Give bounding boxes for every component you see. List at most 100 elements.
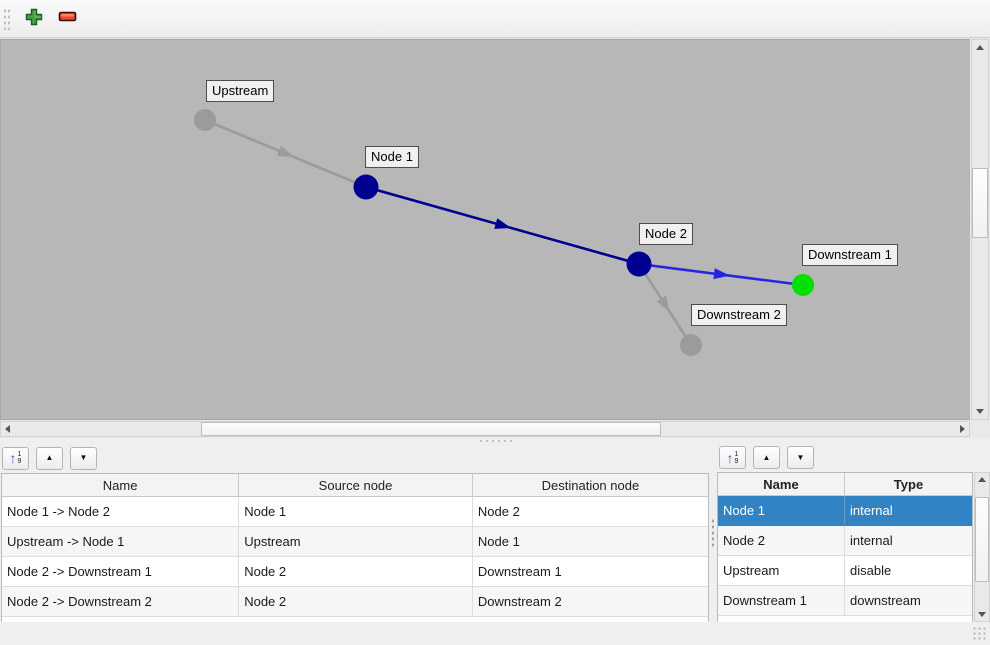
horizontal-splitter[interactable] [0, 438, 990, 444]
table-row[interactable]: Node 1 internal [718, 496, 972, 526]
column-header-destination-node[interactable]: Destination node [541, 477, 640, 493]
scroll-up-button[interactable] [975, 473, 989, 486]
table-cell[interactable]: Node 2 [239, 587, 473, 616]
scroll-right-icon [960, 425, 965, 433]
scroll-down-button[interactable] [975, 608, 989, 621]
scroll-up-icon [976, 45, 984, 50]
graph-node[interactable] [353, 174, 379, 200]
column-header-name[interactable]: Name [718, 473, 845, 495]
window-resize-grip[interactable] [972, 626, 988, 642]
graph-node[interactable] [626, 251, 652, 277]
table-cell[interactable]: disable [850, 563, 892, 578]
table-cell[interactable]: Upstream -> Node 1 [2, 527, 240, 556]
table-cell[interactable]: Downstream 1 [477, 564, 562, 579]
splitter-grip-icon [711, 518, 715, 548]
node-label[interactable]: Upstream [206, 80, 275, 102]
table-empty-row [718, 616, 972, 622]
status-area [0, 622, 990, 645]
node-label[interactable]: Node 1 [365, 146, 419, 168]
main-toolbar [0, 0, 990, 38]
edge-arrow-icon [494, 218, 512, 229]
table-empty-row [2, 617, 708, 625]
table-cell[interactable]: Downstream 2 [477, 594, 562, 609]
plus-icon [25, 8, 43, 29]
table-cell[interactable]: Node 2 [239, 557, 473, 586]
scroll-down-button[interactable] [972, 404, 988, 419]
table-cell[interactable]: Node 1 [477, 534, 520, 549]
column-header-name[interactable]: Name [2, 474, 240, 496]
scroll-up-button[interactable] [972, 40, 988, 55]
node-label[interactable]: Downstream 1 [802, 244, 898, 266]
table-cell[interactable]: Upstream [718, 556, 845, 585]
nodes-scroll-thumb[interactable] [975, 497, 989, 582]
toolbar-grip[interactable] [3, 7, 12, 30]
table-cell[interactable]: Node 1 [718, 496, 845, 525]
graph-node[interactable] [194, 109, 216, 131]
canvas-vertical-scrollbar[interactable] [971, 39, 989, 420]
edge-arrow-icon [713, 268, 730, 280]
scroll-right-button[interactable] [956, 422, 969, 436]
down-arrow-icon: ▼ [796, 452, 805, 462]
table-row[interactable]: Downstream 1 downstream [718, 586, 972, 616]
table-cell[interactable]: downstream [850, 593, 921, 608]
table-cell[interactable]: internal [850, 533, 893, 548]
up-arrow-icon: ▲ [762, 452, 771, 462]
horizontal-scroll-thumb[interactable] [201, 422, 661, 436]
table-row[interactable]: Node 2 internal [718, 526, 972, 556]
remove-node-button[interactable] [54, 5, 82, 33]
table-cell[interactable]: Node 2 -> Downstream 1 [2, 557, 240, 586]
splitter-grip-icon [478, 439, 512, 443]
nodes-table-scrollbar[interactable] [974, 472, 990, 622]
minus-icon [58, 10, 78, 27]
scroll-left-button[interactable] [1, 422, 14, 436]
table-cell[interactable]: Node 1 [239, 497, 473, 526]
table-header-row: Name Type [718, 473, 972, 496]
move-down-button[interactable]: ▼ [70, 446, 97, 470]
scroll-left-icon [5, 425, 10, 433]
canvas-horizontal-scrollbar[interactable] [0, 421, 970, 437]
move-up-button[interactable]: ▲ [753, 446, 780, 469]
column-header-type[interactable]: Type [893, 476, 924, 492]
table-row[interactable]: Upstream disable [718, 556, 972, 586]
table-cell[interactable]: Node 2 [477, 504, 520, 519]
graph-node[interactable] [680, 334, 702, 356]
move-up-button[interactable]: ▲ [36, 446, 63, 470]
scroll-up-icon [978, 477, 986, 482]
graph-node[interactable] [792, 274, 814, 296]
table-cell[interactable]: Upstream [239, 527, 473, 556]
down-arrow-icon: ▼ [79, 453, 88, 462]
column-header-source-node[interactable]: Source node [239, 474, 473, 496]
table-cell[interactable]: internal [850, 503, 893, 518]
add-node-button[interactable] [20, 5, 48, 33]
move-down-button[interactable]: ▼ [787, 446, 814, 469]
vertical-scroll-thumb[interactable] [972, 168, 988, 238]
table-cell[interactable]: Node 2 -> Downstream 2 [2, 587, 240, 616]
table-cell[interactable]: Node 2 [718, 526, 845, 555]
graph-svg [194, 109, 814, 356]
up-arrow-icon: ▲ [45, 453, 54, 462]
node-label[interactable]: Downstream 2 [691, 304, 787, 326]
scroll-down-icon [978, 612, 986, 617]
node-label[interactable]: Node 2 [639, 223, 693, 245]
scrollbar-corner [971, 421, 989, 437]
vertical-splitter[interactable] [709, 444, 717, 622]
table-cell[interactable]: Node 1 -> Node 2 [2, 497, 240, 526]
table-cell[interactable]: Downstream 1 [718, 586, 845, 615]
